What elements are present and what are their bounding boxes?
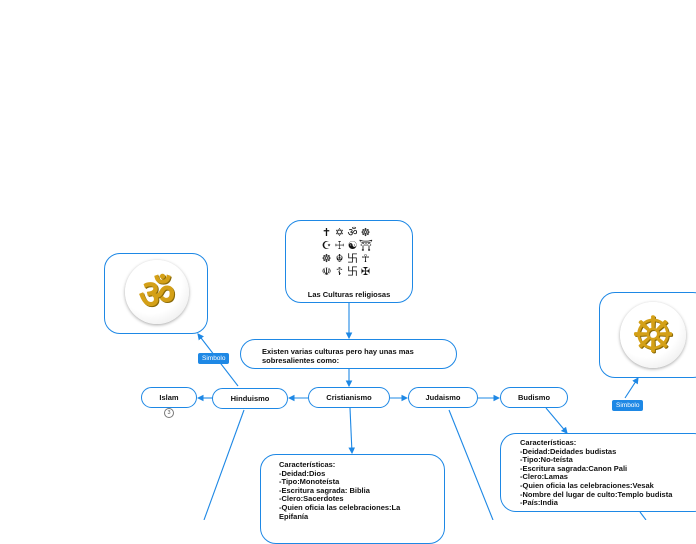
religious-glyph-1: ✡ — [334, 227, 345, 239]
religious-glyph-15: ✠ — [360, 266, 371, 278]
intro-text: Existen varias culturas pero hay unas ma… — [262, 347, 414, 365]
religious-glyph-6: ☯ — [347, 240, 358, 252]
root-title: Las Culturas religiosas — [307, 290, 391, 299]
dharma-wheel-node[interactable]: ☸ — [599, 292, 696, 378]
intro-node[interactable]: Existen varias culturas pero hay unas ma… — [240, 339, 457, 369]
node-budismo[interactable]: Budismo — [500, 387, 568, 408]
node-judaismo[interactable]: Judaismo — [408, 387, 478, 408]
religious-symbols-icon: ✝✡ॐ☸☪☩☯⛩☸☬卐☥☫☦卐✠ — [320, 227, 373, 279]
hindu-symbol-badge[interactable]: Simbolo — [198, 353, 230, 364]
om-symbol-icon: ॐ — [125, 260, 189, 324]
religious-glyph-4: ☪ — [321, 240, 332, 252]
line-budismo-details-down — [639, 511, 647, 520]
religious-glyph-13: ☦ — [335, 266, 344, 278]
line-budismo-symbol — [624, 377, 639, 399]
cristianismo-details-node[interactable]: Características: -Deidad:Dios -Tipo:Mono… — [260, 454, 445, 544]
religious-glyph-14: 卐 — [347, 266, 358, 278]
budismo-details-node[interactable]: Características: -Deidad:Deidades budist… — [500, 433, 696, 512]
religious-glyph-8: ☸ — [321, 253, 332, 265]
religious-glyph-7: ⛩ — [359, 240, 373, 252]
religious-glyph-10: 卐 — [347, 253, 358, 265]
line-hinduismo-down — [203, 409, 245, 520]
budismo-details-text: Características: -Deidad:Deidades budist… — [520, 438, 673, 508]
om-symbol-node[interactable]: ॐ — [104, 253, 208, 334]
religious-glyph-5: ☩ — [334, 240, 345, 252]
root-node[interactable]: ✝✡ॐ☸☪☩☯⛩☸☬卐☥☫☦卐✠ Las Culturas religiosas — [285, 220, 413, 303]
religious-glyph-0: ✝ — [321, 227, 332, 239]
om-glyph: ॐ — [138, 272, 176, 317]
budismo-symbol-badge[interactable]: Simbolo — [612, 400, 644, 411]
line-judaismo-down — [448, 409, 494, 520]
dharma-glyph: ☸ — [630, 307, 676, 363]
religious-glyph-12: ☫ — [321, 266, 332, 278]
node-cristianismo[interactable]: Cristianismo — [308, 387, 390, 408]
islam-subtopic-counter[interactable]: 3 — [164, 408, 174, 418]
religious-glyph-2: ॐ — [347, 227, 358, 239]
node-hinduismo[interactable]: Hinduismo — [212, 388, 288, 409]
cristianismo-details-text: Características: -Deidad:Dios -Tipo:Mono… — [279, 460, 401, 521]
line-cristianismo-details — [348, 407, 356, 455]
line-budismo-details — [545, 407, 568, 434]
node-islam[interactable]: Islam — [141, 387, 197, 408]
dharma-wheel-icon: ☸ — [620, 302, 686, 368]
religious-glyph-9: ☬ — [335, 253, 344, 265]
religious-glyph-11: ☥ — [361, 253, 370, 265]
religious-glyph-3: ☸ — [360, 227, 371, 239]
